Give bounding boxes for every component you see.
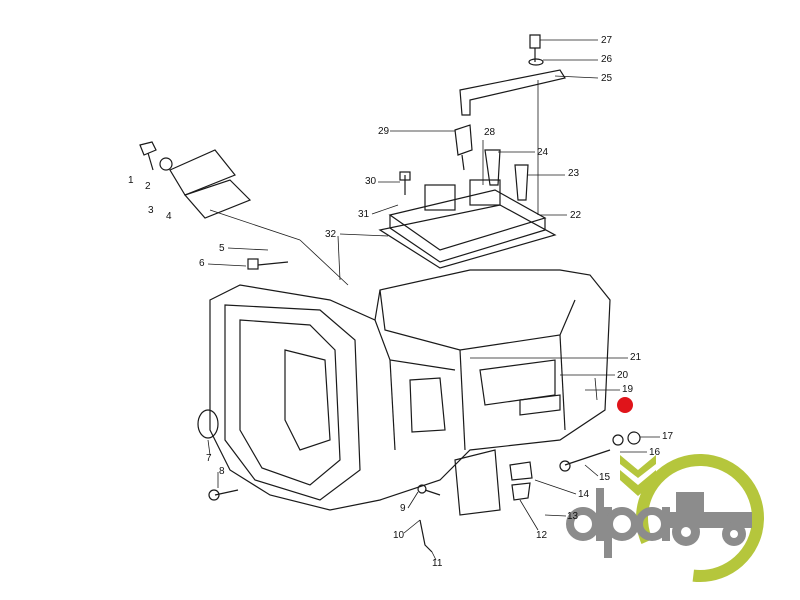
part-label: 8: [219, 466, 225, 477]
part-label: 16: [649, 447, 661, 458]
part-label: 21: [630, 352, 642, 363]
part-label: 27: [601, 35, 613, 46]
part-label: 23: [568, 168, 580, 179]
part-label: 12: [536, 530, 548, 541]
part-label: 7: [206, 453, 212, 464]
part-label: 30: [365, 176, 377, 187]
leader-lines: [207, 39, 660, 561]
part-label: 2: [145, 181, 151, 192]
part-label: 6: [199, 258, 205, 269]
part-label: 24: [537, 147, 549, 158]
part-label: 11: [432, 558, 443, 569]
part-label: 20: [617, 370, 629, 381]
logo-lettering: [566, 488, 670, 558]
dpa-logo: [566, 454, 764, 582]
part-label: 25: [601, 73, 613, 84]
part-label: 1: [128, 175, 134, 186]
part-label: 31: [358, 209, 370, 220]
top-cover: [378, 69, 566, 269]
part-label: 3: [148, 205, 154, 216]
part-label: 15: [599, 472, 611, 483]
part-label: 9: [400, 503, 406, 514]
part-label: 13: [567, 511, 579, 522]
part-label: 14: [578, 489, 590, 500]
part-label: 5: [219, 243, 225, 254]
part-label: 4: [166, 211, 172, 222]
part-label: 10: [393, 530, 405, 541]
part-label: 26: [601, 54, 613, 65]
part-label: 22: [570, 210, 582, 221]
part-label: 32: [325, 229, 337, 240]
part-label: 28: [484, 127, 496, 138]
small-parts: [139, 34, 641, 553]
transmission-housing: [209, 269, 611, 511]
part-label: 19: [622, 384, 634, 395]
part-label: 17: [662, 431, 674, 442]
part-label: 29: [378, 126, 390, 137]
red-marker: [617, 397, 633, 413]
